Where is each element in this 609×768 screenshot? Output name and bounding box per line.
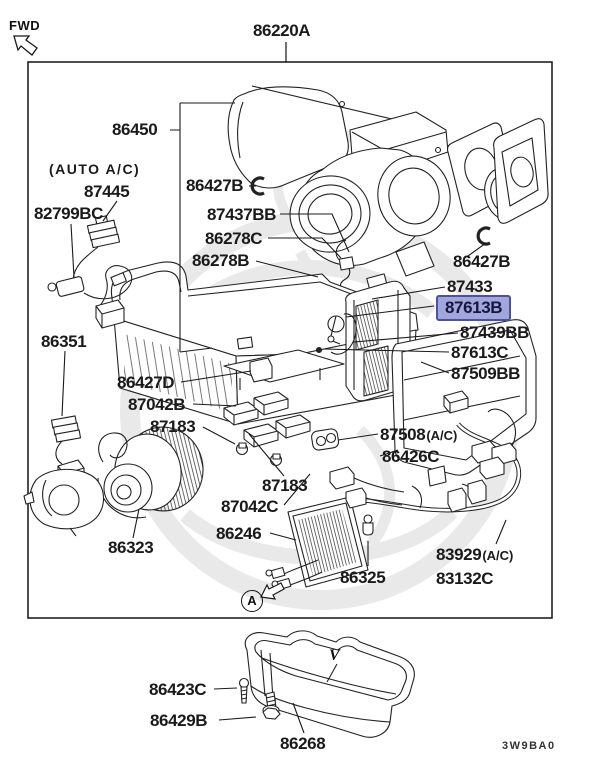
bolt-icon xyxy=(262,691,281,720)
part-label-87042b[interactable]: 87042B xyxy=(128,395,186,414)
part-label-86450[interactable]: 86450 xyxy=(112,120,158,139)
valve-drawing xyxy=(362,514,374,536)
harness-right-drawing xyxy=(329,390,522,513)
part-label-82799bc[interactable]: 82799BC xyxy=(34,204,104,223)
part-label-86278c[interactable]: 86278C xyxy=(205,229,263,248)
part-label-87613c[interactable]: 87613C xyxy=(451,343,509,362)
part-label-83132c[interactable]: 83132C xyxy=(436,569,494,588)
part-label-86427b-left[interactable]: 86427B xyxy=(186,176,244,195)
leader-lines xyxy=(61,102,507,734)
part-label-87437bb[interactable]: 87437BB xyxy=(207,205,277,224)
view-reference-marker: A xyxy=(241,590,263,612)
part-label-86220a[interactable]: 86220A xyxy=(253,21,311,40)
part-label-87439bb[interactable]: 87439BB xyxy=(460,323,530,342)
highlighted-part-number: 87613B xyxy=(445,298,503,317)
tray-drawing xyxy=(244,630,415,738)
fwd-label: FWD xyxy=(9,18,41,33)
diagram-frame xyxy=(27,61,553,619)
part-label-86278b[interactable]: 86278B xyxy=(192,251,250,270)
part-label-87042c[interactable]: 87042C xyxy=(221,497,279,516)
harness-left-drawing xyxy=(47,215,133,329)
part-label-86423c[interactable]: 86423C xyxy=(149,680,207,699)
resistor-relay-drawing xyxy=(223,349,345,467)
ac-suffix: (A/C) xyxy=(482,548,514,563)
part-label-86268[interactable]: 86268 xyxy=(280,734,326,753)
fwd-arrow-icon xyxy=(13,35,38,56)
part-label-86325[interactable]: 86325 xyxy=(340,568,386,587)
part-label-86323[interactable]: 86323 xyxy=(108,538,154,557)
part-label-87433[interactable]: 87433 xyxy=(447,277,493,296)
part-label-87613b-highlighted[interactable]: 87613B xyxy=(436,295,512,321)
screw-icon xyxy=(238,677,250,704)
ac-suffix: (A/C) xyxy=(426,428,458,443)
part-label-87508[interactable]: 87508 (A/C) xyxy=(380,425,458,444)
part-label-87445[interactable]: 87445 xyxy=(84,182,130,201)
auto-ac-note: (AUTO A/C) xyxy=(49,161,141,177)
heater-assembly-drawing xyxy=(227,85,549,305)
drawing-code: 3W9BA0 xyxy=(502,740,556,752)
part-label-86429b[interactable]: 86429B xyxy=(150,711,208,730)
part-label-86351[interactable]: 86351 xyxy=(41,332,87,351)
part-label-87509bb[interactable]: 87509BB xyxy=(451,364,521,383)
part-label-86426c[interactable]: 86426C xyxy=(382,447,440,466)
part-label-86427d[interactable]: 86427D xyxy=(117,373,175,392)
part-label-86427b-right[interactable]: 86427B xyxy=(453,252,511,271)
part-label-87183-center[interactable]: 87183 xyxy=(262,476,308,495)
view-arrow-icon xyxy=(260,582,285,600)
heater-core-drawing xyxy=(265,496,369,591)
tray-v-marker: V xyxy=(329,647,340,664)
part-label-83929[interactable]: 83929 (A/C) xyxy=(436,545,514,564)
blower-motor-drawing xyxy=(23,426,204,537)
part-label-87183-left[interactable]: 87183 xyxy=(150,417,196,436)
part-label-86246[interactable]: 86246 xyxy=(216,524,262,543)
